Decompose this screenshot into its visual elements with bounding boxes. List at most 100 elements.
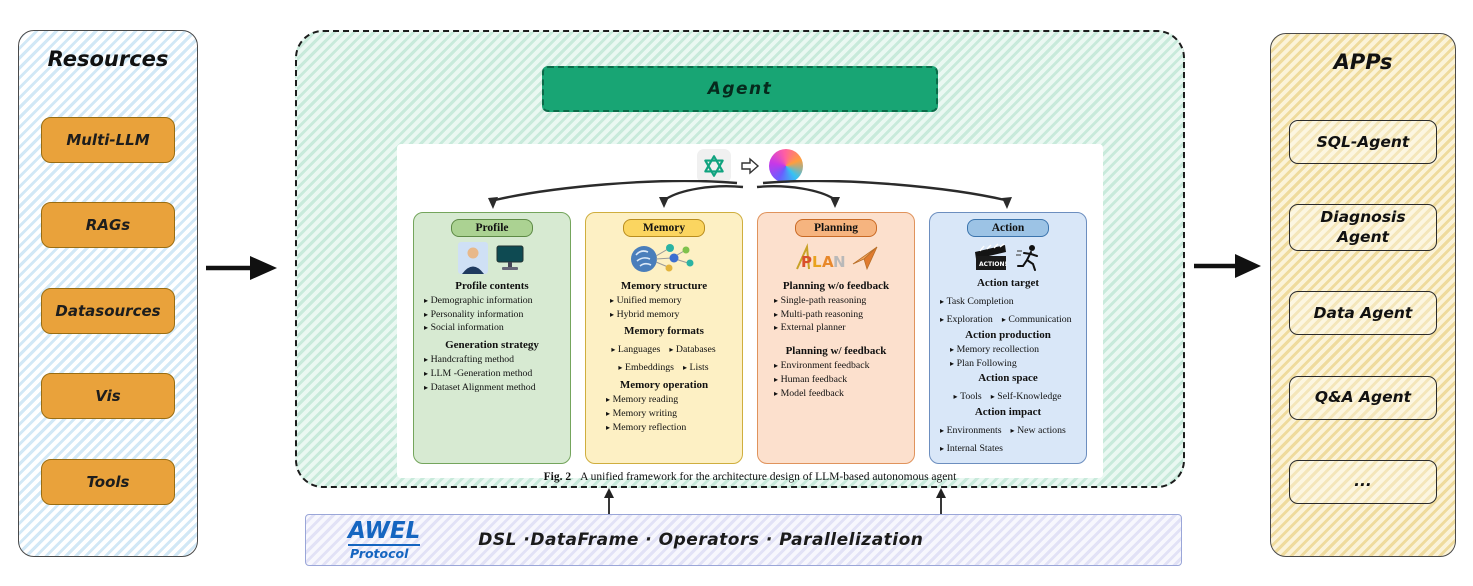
framework-figure: Profile Profile contents	[397, 144, 1103, 483]
section-heading: Profile contents	[455, 280, 529, 292]
list-item: Model feedback	[774, 387, 908, 401]
section-items: Memory recollection Plan Following	[936, 343, 1080, 370]
list-item: Human feedback	[774, 373, 908, 387]
figure-caption-text: A unified framework for the architecture…	[580, 471, 957, 483]
awel-up-arrow-right	[936, 488, 946, 514]
section-items: Unified memory Hybrid memory	[592, 294, 736, 321]
list-item: Internal States	[940, 442, 1003, 456]
action-images: ACTION!	[936, 240, 1080, 276]
action-card: Action ACTION!	[929, 212, 1087, 464]
resource-item-vis: Vis	[41, 373, 175, 419]
section-items: Tools Self-Knowledge	[936, 386, 1080, 404]
action-badge: Action	[967, 219, 1049, 237]
list-item: Memory reflection	[606, 421, 736, 435]
app-item-sql-agent: SQL-Agent	[1289, 120, 1437, 165]
section-items: Task Completion Exploration Communicatio…	[936, 291, 1080, 327]
list-item: Lists	[683, 361, 709, 375]
app-item-more: ...	[1289, 459, 1437, 504]
list-item: Exploration	[940, 313, 993, 327]
list-item: Databases	[669, 343, 716, 357]
planning-badge: Planning	[795, 219, 877, 237]
section-items: Memory reading Memory writing Memory ref…	[592, 393, 736, 434]
section-items: Environment feedback Human feedback Mode…	[764, 359, 908, 400]
list-item: Multi-path reasoning	[774, 308, 908, 322]
svg-text:N: N	[833, 253, 845, 271]
list-item: Task Completion	[940, 295, 1014, 309]
list-item: Handcrafting method	[424, 353, 564, 367]
section-items: Handcrafting method LLM -Generation meth…	[420, 353, 564, 394]
section-items: Languages Databases Embeddings Lists	[592, 339, 736, 375]
list-item: External planner	[774, 321, 908, 335]
profile-badge: Profile	[451, 219, 533, 237]
list-item: Languages	[611, 343, 660, 357]
resource-item-multi-llm: Multi-LLM	[41, 116, 175, 163]
awel-subtitle: Protocol	[350, 545, 409, 561]
module-cards-row: Profile Profile contents	[397, 212, 1103, 464]
person-photo-icon	[458, 242, 488, 274]
awel-features-text: DSL ·DataFrame · Operators · Paralleliza…	[478, 530, 924, 550]
list-item: Plan Following	[950, 357, 1080, 371]
app-item-data-agent: Data Agent	[1289, 291, 1437, 336]
planning-card: Planning P L A N	[757, 212, 915, 464]
profile-images	[420, 240, 564, 276]
list-item: Memory writing	[606, 407, 736, 421]
awel-logo: AWEL Protocol	[348, 517, 421, 561]
app-item-diagnosis-agent: Diagnosis Agent	[1289, 204, 1437, 252]
list-item: Environment feedback	[774, 359, 908, 373]
list-item: Single-path reasoning	[774, 294, 908, 308]
section-heading: Memory operation	[619, 379, 709, 392]
section-heading: Planning w/ feedback	[785, 345, 887, 358]
memory-card: Memory	[585, 212, 743, 464]
paper-plane-icon	[852, 246, 878, 271]
svg-text:ACTION!: ACTION!	[979, 261, 1007, 268]
awel-protocol-bar: AWEL Protocol DSL ·DataFrame · Operators…	[305, 514, 1182, 566]
section-items: Single-path reasoning Multi-path reasoni…	[764, 294, 908, 335]
action-clapperboard-icon: ACTION!	[975, 243, 1007, 270]
openai-logo-icon	[697, 149, 731, 183]
section-heading: Generation strategy	[445, 339, 539, 352]
list-item: Environments	[940, 424, 1002, 438]
list-item: Memory reading	[606, 393, 736, 407]
list-item: Hybrid memory	[610, 308, 736, 322]
agent-banner: Agent	[542, 66, 938, 112]
memory-badge: Memory	[623, 219, 705, 237]
section-items: Demographic information Personality info…	[420, 294, 564, 335]
gradient-ai-model-icon	[769, 149, 803, 183]
awel-brand: AWEL	[348, 517, 421, 546]
section-heading: Memory formats	[624, 325, 704, 338]
figure-caption: Fig. 2 A unified framework for the archit…	[397, 471, 1103, 483]
planning-images: P L A N	[764, 240, 908, 276]
app-item-qa-agent: Q&A Agent	[1289, 375, 1437, 420]
model-icons-row	[397, 148, 1103, 184]
list-item: Unified memory	[610, 294, 736, 308]
plan-tools-icon: P L A N	[796, 243, 845, 271]
resource-item-datasources: Datasources	[41, 287, 175, 334]
arrow-right-outline-icon	[741, 157, 760, 175]
list-item: Personality information	[424, 308, 564, 322]
list-item: Dataset Alignment method	[424, 381, 564, 395]
apps-list: SQL-Agent Diagnosis Agent Data Agent Q&A…	[1271, 80, 1455, 544]
list-item: Embeddings	[618, 361, 674, 375]
section-heading: Planning w/o feedback	[782, 280, 890, 292]
section-heading: Memory structure	[620, 280, 708, 292]
computer-icon	[496, 245, 524, 270]
list-item: LLM -Generation method	[424, 367, 564, 381]
list-item: Tools	[954, 390, 982, 404]
resources-panel: Resources Multi-LLM RAGs Datasources Vis…	[18, 30, 198, 557]
agent-to-apps-arrow	[1194, 254, 1261, 278]
list-item: Communication	[1002, 313, 1071, 327]
resource-item-tools: Tools	[41, 458, 175, 505]
section-heading: Action target	[976, 277, 1039, 289]
resource-item-rags: RAGs	[41, 202, 175, 248]
list-item: New actions	[1011, 424, 1066, 438]
resources-list: Multi-LLM RAGs Datasources Vis Tools	[19, 77, 197, 544]
apps-title: APPs	[1333, 50, 1393, 74]
apps-panel: APPs SQL-Agent Diagnosis Agent Data Agen…	[1270, 33, 1456, 557]
section-items: Environments New actions Internal States	[936, 420, 1080, 456]
running-person-icon	[1016, 245, 1038, 271]
memory-images	[592, 240, 736, 276]
svg-text:A: A	[822, 253, 834, 271]
svg-text:L: L	[812, 253, 822, 271]
figure-caption-label: Fig. 2	[543, 471, 572, 483]
